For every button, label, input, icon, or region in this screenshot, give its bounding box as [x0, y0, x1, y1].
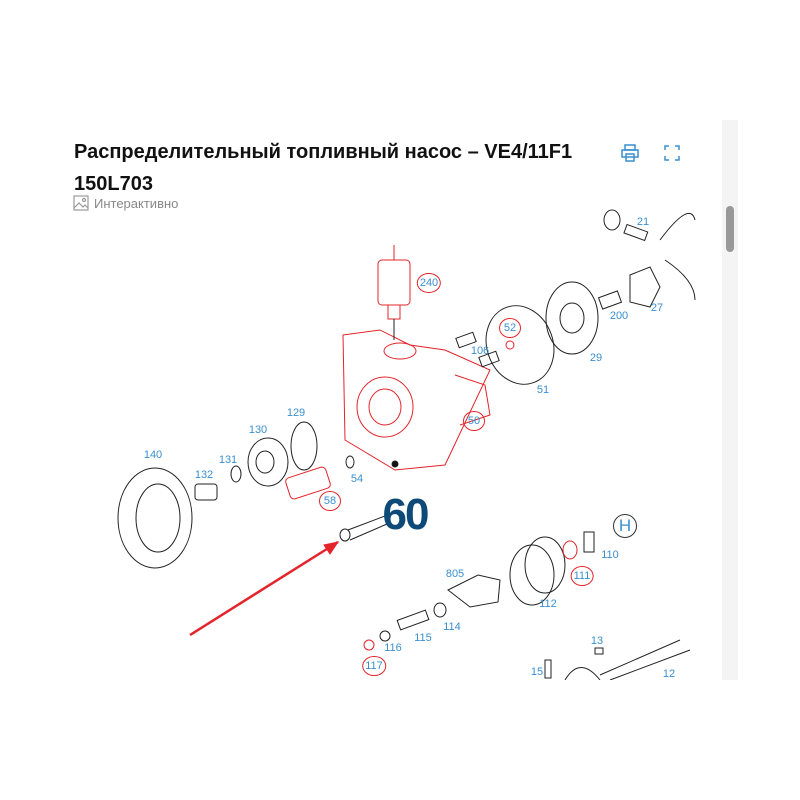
part-label[interactable]: 129	[286, 407, 306, 419]
part-129-oring[interactable]	[290, 421, 318, 471]
part-140-ring[interactable]	[117, 467, 193, 569]
part-13-key[interactable]	[594, 647, 604, 655]
part-label[interactable]: 131	[218, 454, 238, 466]
part-label[interactable]: 114	[443, 621, 461, 633]
part-label[interactable]: 200	[609, 310, 629, 322]
part-114-washer[interactable]	[433, 602, 447, 618]
arrow-head-icon	[323, 541, 340, 555]
part-label[interactable]: 27	[650, 302, 664, 314]
reference-dot	[391, 460, 399, 468]
part-label[interactable]: 110	[601, 549, 619, 561]
part-130-cap[interactable]	[247, 437, 289, 487]
part-label[interactable]: 13	[590, 635, 604, 647]
part-label[interactable]: 805	[445, 568, 465, 580]
part-21-pin[interactable]	[603, 209, 649, 242]
part-outline-right	[659, 212, 696, 301]
fullscreen-icon	[664, 145, 680, 161]
part-label[interactable]: 51	[536, 384, 550, 396]
section-marker-h[interactable]: H	[613, 514, 637, 538]
part-label[interactable]: 50	[463, 411, 485, 431]
fullscreen-button[interactable]	[662, 143, 682, 163]
part-label[interactable]: 29	[589, 352, 603, 364]
pointer-arrow	[189, 540, 339, 637]
page-title: Распределительный топливный насос – VE4/…	[74, 141, 573, 195]
part-27-cross[interactable]	[629, 266, 661, 308]
part-106-screws[interactable]	[455, 331, 500, 368]
interactive-label: Интерактивно	[73, 195, 178, 211]
print-button[interactable]	[620, 143, 640, 163]
part-label[interactable]: 130	[248, 424, 268, 436]
part-label[interactable]: 115	[414, 632, 432, 644]
part-label[interactable]: 106	[470, 345, 490, 357]
part-111-washer[interactable]	[562, 540, 578, 560]
part-12-shaft[interactable]	[564, 639, 691, 681]
part-132-bolt[interactable]	[194, 483, 218, 501]
part-805-lever[interactable]	[447, 574, 501, 608]
part-29-plate[interactable]	[545, 281, 599, 355]
printer-icon	[621, 144, 639, 162]
part-131-washer[interactable]	[230, 465, 242, 483]
part-112-gear[interactable]	[509, 536, 566, 606]
part-label[interactable]: 240	[416, 273, 442, 293]
scrollbar-track[interactable]	[722, 120, 738, 680]
part-110-clip[interactable]	[583, 531, 595, 553]
part-58-fitting[interactable]	[285, 466, 332, 500]
part-label[interactable]: 15	[530, 666, 544, 678]
part-label[interactable]: 52	[499, 318, 521, 338]
part-54-washer[interactable]	[345, 455, 355, 469]
scrollbar-thumb[interactable]	[726, 206, 734, 252]
part-label[interactable]: 117	[362, 656, 386, 676]
part-label[interactable]: 112	[539, 598, 557, 610]
part-15-bracket[interactable]	[544, 659, 552, 679]
interactive-text: Интерактивно	[94, 195, 179, 211]
part-label[interactable]: 111	[570, 566, 594, 586]
part-51-oring[interactable]	[475, 296, 564, 394]
part-52-seal[interactable]	[505, 340, 515, 350]
part-label[interactable]: 58	[319, 491, 341, 511]
part-label[interactable]: 12	[662, 668, 676, 680]
part-116-spring[interactable]	[379, 630, 391, 642]
part-200-spring[interactable]	[597, 290, 623, 310]
part-label[interactable]: 21	[636, 216, 650, 228]
viewport-bottom-mask	[60, 680, 740, 800]
image-icon	[73, 195, 89, 211]
part-label[interactable]: 140	[143, 449, 163, 461]
part-240-valve[interactable]	[377, 245, 411, 320]
part-label[interactable]: 132	[194, 469, 214, 481]
part-label[interactable]: 116	[384, 642, 402, 654]
part-115-shaft[interactable]	[396, 609, 430, 631]
part-50-housing[interactable]	[342, 329, 491, 471]
callout-part-60[interactable]: 60	[382, 490, 430, 539]
part-60-screw[interactable]	[339, 515, 388, 542]
part-117-plug[interactable]	[363, 639, 375, 651]
part-label[interactable]: 54	[350, 473, 364, 485]
